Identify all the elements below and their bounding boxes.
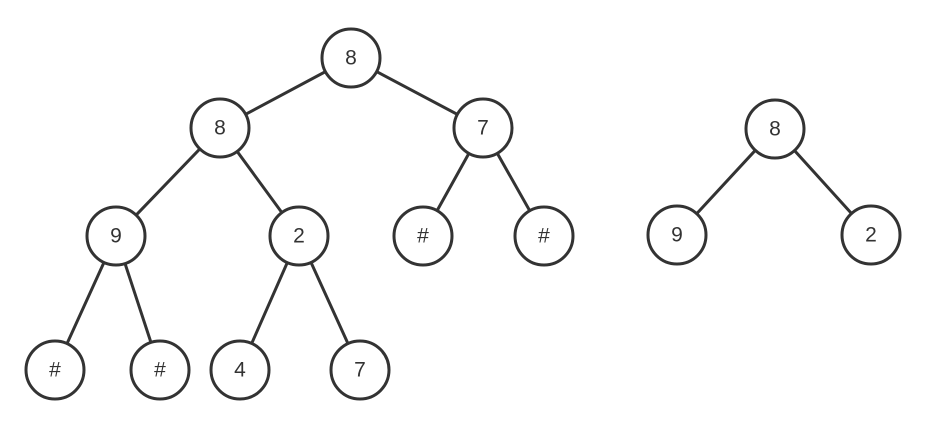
node-label: 2 bbox=[865, 224, 877, 247]
tree-node-t1-llr: # bbox=[129, 339, 191, 401]
tree-node-t1-r: 7 bbox=[452, 97, 514, 159]
tree-node-t2-root: 8 bbox=[744, 98, 806, 160]
node-label: 9 bbox=[671, 224, 683, 247]
node-circle bbox=[744, 98, 806, 160]
node-label: # bbox=[538, 225, 550, 248]
node-circle bbox=[452, 97, 514, 159]
node-circle bbox=[840, 204, 902, 266]
tree-node-t1-ll: 9 bbox=[85, 205, 147, 267]
node-label: # bbox=[154, 359, 166, 382]
node-label: 7 bbox=[354, 359, 366, 382]
node-circle bbox=[329, 339, 391, 401]
node-label: # bbox=[49, 359, 61, 382]
node-label: 4 bbox=[234, 359, 246, 382]
node-circle bbox=[268, 205, 330, 267]
node-circle bbox=[392, 205, 454, 267]
tree-node-t1-root: 8 bbox=[320, 27, 382, 89]
node-label: 7 bbox=[477, 117, 489, 140]
node-circle bbox=[209, 339, 271, 401]
node-circle bbox=[24, 339, 86, 401]
node-circle bbox=[189, 97, 251, 159]
tree-node-t2-r: 2 bbox=[840, 204, 902, 266]
node-circle bbox=[513, 205, 575, 267]
node-circle bbox=[646, 204, 708, 266]
node-circle bbox=[85, 205, 147, 267]
node-label: # bbox=[417, 225, 429, 248]
node-label: 8 bbox=[769, 118, 781, 141]
tree-node-t1-l: 8 bbox=[189, 97, 251, 159]
tree-node-t1-lrl: 4 bbox=[209, 339, 271, 401]
binary-tree-1: 8 8 7 9 2 # # # #4 7 bbox=[24, 27, 575, 401]
node-label: 8 bbox=[214, 117, 226, 140]
binary-tree-2: 8 9 2 bbox=[646, 98, 902, 266]
node-circle bbox=[129, 339, 191, 401]
tree-node-t1-lr: 2 bbox=[268, 205, 330, 267]
node-label: 2 bbox=[293, 225, 305, 248]
tree-node-t1-lll: # bbox=[24, 339, 86, 401]
tree-node-t1-lrr: 7 bbox=[329, 339, 391, 401]
node-circle bbox=[320, 27, 382, 89]
node-label: 8 bbox=[345, 47, 357, 70]
tree-node-t2-l: 9 bbox=[646, 204, 708, 266]
node-label: 9 bbox=[110, 225, 122, 248]
tree-node-t1-rl: # bbox=[392, 205, 454, 267]
tree-node-t1-rr: # bbox=[513, 205, 575, 267]
